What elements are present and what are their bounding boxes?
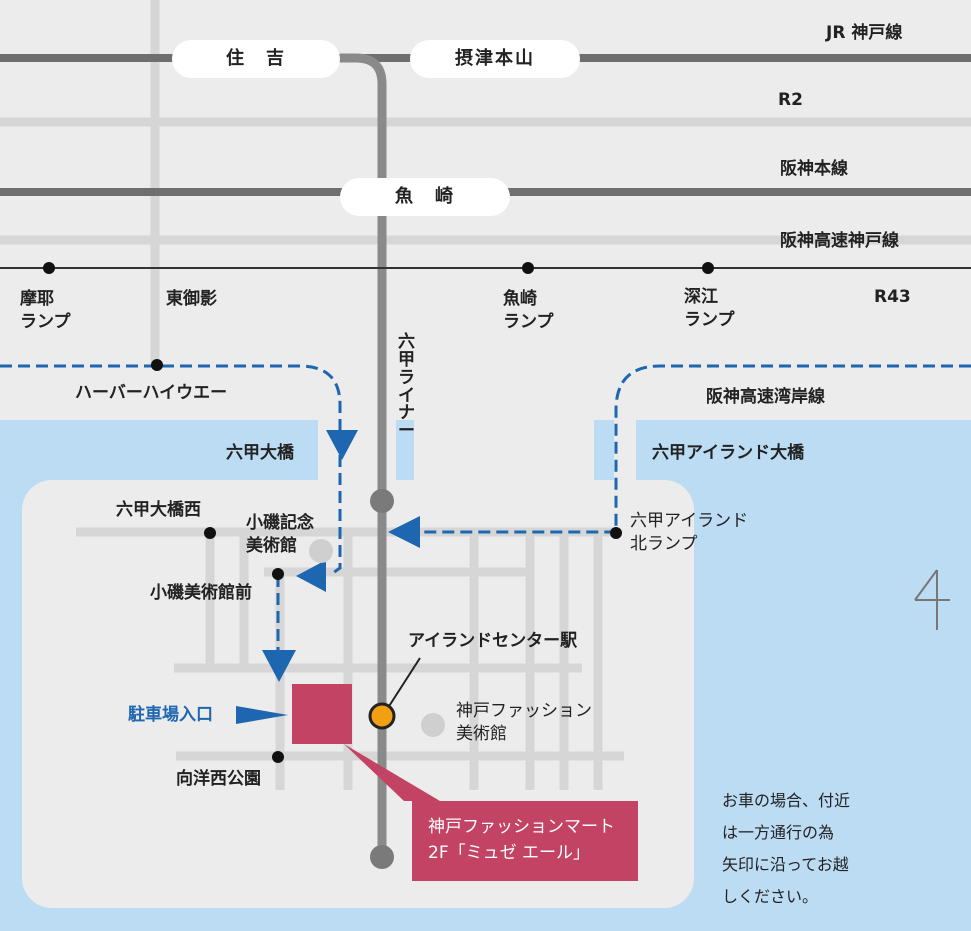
expressway-routes xyxy=(0,364,971,660)
station-settsu-motoyama: 摂津本山 xyxy=(410,40,580,78)
station-sumiyoshi: 住 吉 xyxy=(172,40,340,78)
label-jr-kobe: JR 神戸線 xyxy=(826,23,903,43)
north-arrow-icon xyxy=(914,569,950,630)
mainland-pier-east xyxy=(614,420,636,480)
driving-note: お車の場合、付近 は一方通行の為 矢印に沿ってお越 しください。 xyxy=(722,791,851,906)
island-center-station-marker xyxy=(368,702,396,730)
parking-arrow xyxy=(236,706,288,724)
label-rokko-liner: 六甲ライナー xyxy=(398,332,415,442)
mainland-pier-right xyxy=(414,420,594,480)
liner-station-bottom xyxy=(370,845,394,869)
label-uozaki-ramp: 魚崎 ランプ xyxy=(503,289,554,332)
label-harbor-highway: ハーバーハイウエー xyxy=(75,383,228,403)
destination-building xyxy=(292,684,352,744)
route-arrow-down-lower xyxy=(262,650,296,682)
destination-floor: 2F「ミュゼ エール」 xyxy=(428,843,590,863)
label-hanshin-expressway: 阪神高速神戸線 xyxy=(780,231,899,251)
label-rokko-ohashi-nishi: 六甲大橋西 xyxy=(116,500,201,520)
rokko-liner-line xyxy=(340,53,387,858)
route-arrow-left-lower xyxy=(296,560,326,592)
liner-station-top xyxy=(370,489,394,513)
route-arrow-down xyxy=(326,430,358,460)
label-parking-entrance: 駐車場入口 xyxy=(128,705,213,725)
label-rokko-ohashi: 六甲大橋 xyxy=(226,443,294,463)
label-koiso-museum-mae: 小磯美術館前 xyxy=(150,583,252,603)
callout-pointer xyxy=(344,744,440,801)
route-arrow-left xyxy=(388,516,420,548)
label-hanshin: 阪神本線 xyxy=(780,159,848,179)
station-leader-line xyxy=(383,657,421,715)
label-koyo-nishi-park: 向洋西公園 xyxy=(176,769,261,789)
label-island-center-station: アイランドセンター駅 xyxy=(408,631,578,651)
label-rokko-island-ohashi: 六甲アイランド大橋 xyxy=(652,443,805,463)
label-rokko-island-north-ramp: 六甲アイランド 北ランプ xyxy=(630,511,749,554)
fashion-museum-marker xyxy=(421,713,445,737)
destination-name: 神戸ファッションマート xyxy=(428,817,615,837)
label-fashion-museum: 神戸ファッション 美術館 xyxy=(456,701,592,744)
station-uozaki: 魚 崎 xyxy=(340,178,510,216)
label-maya-ramp: 摩耶 ランプ xyxy=(20,289,71,332)
destination-callout: 神戸ファッションマート 2F「ミュゼ エール」 xyxy=(412,801,638,881)
ramp-dots xyxy=(43,262,714,763)
label-koiso-memorial: 小磯記念 美術館 xyxy=(246,513,314,556)
label-fukae-ramp: 深江 ランプ xyxy=(684,287,735,330)
label-r2: R2 xyxy=(778,90,803,110)
label-r43: R43 xyxy=(874,287,911,307)
label-higashi-mikage: 東御影 xyxy=(166,289,217,309)
koiso-museum-marker xyxy=(309,539,333,563)
label-wangan: 阪神高速湾岸線 xyxy=(706,387,825,407)
